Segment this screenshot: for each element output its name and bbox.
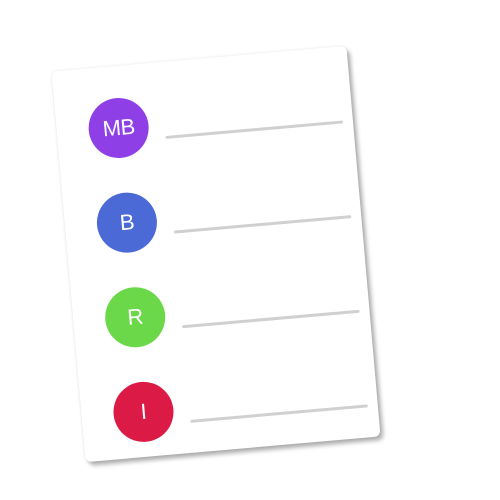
placeholder-text-line — [173, 215, 352, 234]
list-item[interactable]: R — [102, 268, 360, 350]
avatar: B — [94, 190, 160, 256]
placeholder-text-line — [190, 404, 368, 423]
avatar: I — [110, 379, 176, 445]
avatar: R — [102, 284, 168, 350]
list-item[interactable]: MB — [86, 79, 344, 161]
placeholder-text-line — [182, 309, 360, 329]
contact-list-card: MB B R I — [51, 45, 381, 463]
avatar: MB — [86, 95, 152, 161]
list-item[interactable]: I — [110, 363, 368, 445]
list-item[interactable]: B — [94, 174, 352, 256]
placeholder-text-line — [165, 120, 344, 139]
